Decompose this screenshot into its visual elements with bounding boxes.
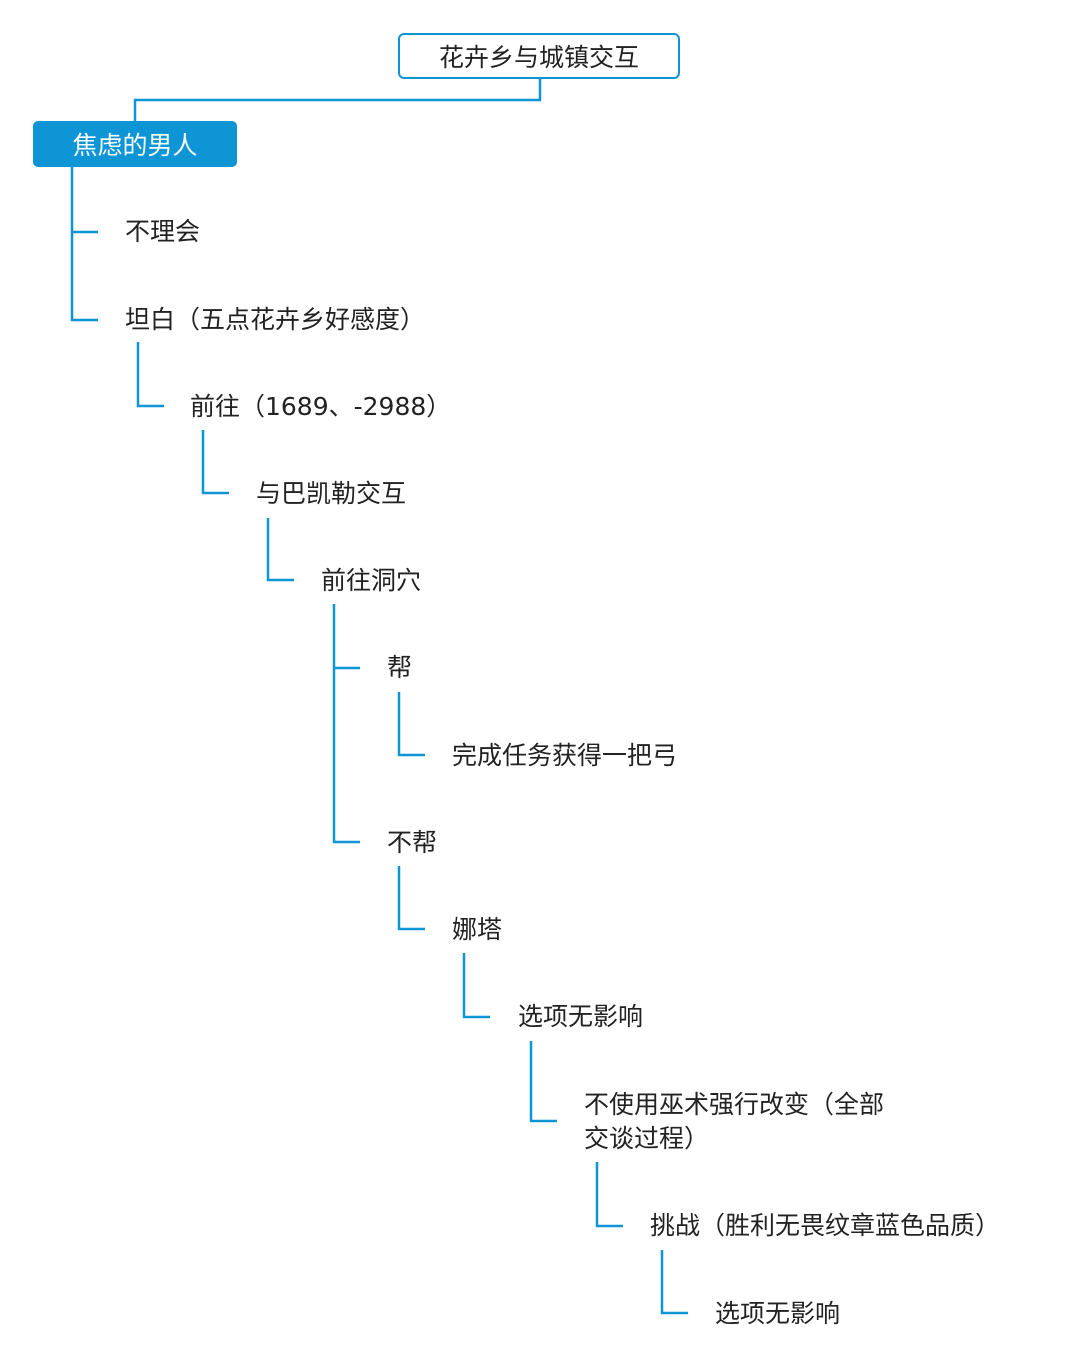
node-goto-cave[interactable]: 前往洞穴 xyxy=(321,566,422,595)
node-help-reward[interactable]: 完成任务获得一把弓 xyxy=(452,741,678,770)
connector-nothelp-to-nata xyxy=(397,866,425,931)
node-interact-bakeller[interactable]: 与巴凯勒交互 xyxy=(256,479,407,508)
connector-root-to-main xyxy=(133,79,542,121)
node-no-magic-line1: 不使用巫术强行改变（全部 xyxy=(584,1090,885,1119)
node-no-effect-1[interactable]: 选项无影响 xyxy=(518,1002,644,1031)
root-node[interactable]: 花卉乡与城镇交互 xyxy=(398,33,680,79)
connector-challenge-to-noeffect xyxy=(660,1250,688,1315)
node-ignore[interactable]: 不理会 xyxy=(125,217,201,246)
connector-nomagic-to-challenge xyxy=(595,1162,623,1228)
main-topic-node[interactable]: 焦虑的男人 xyxy=(33,121,237,167)
connector-noeffect-to-nomagic xyxy=(529,1041,557,1123)
connector-nata-to-noeffect xyxy=(462,953,490,1019)
node-nata[interactable]: 娜塔 xyxy=(452,915,503,944)
node-goto-coords[interactable]: 前往（1689、-2988） xyxy=(190,392,452,421)
node-no-magic-line2: 交谈过程） xyxy=(584,1124,710,1153)
node-confess[interactable]: 坦白（五点花卉乡好感度） xyxy=(125,305,426,334)
connector-help-to-reward xyxy=(397,692,425,757)
connector-confess-to-goto xyxy=(136,342,164,408)
node-no-magic[interactable]: 不使用巫术强行改变（全部 交谈过程） xyxy=(584,1088,884,1156)
connector-interact-to-cave xyxy=(266,518,294,582)
node-not-help[interactable]: 不帮 xyxy=(387,828,438,857)
root-node-label: 花卉乡与城镇交互 xyxy=(438,43,639,72)
main-topic-label: 焦虑的男人 xyxy=(72,131,198,160)
node-help[interactable]: 帮 xyxy=(387,653,413,682)
connector-cave-children xyxy=(332,604,360,844)
connector-main-children xyxy=(70,167,98,322)
connector-goto-to-interact xyxy=(201,430,229,495)
node-challenge[interactable]: 挑战（胜利无畏纹章蓝色品质） xyxy=(650,1211,1001,1240)
node-no-effect-2[interactable]: 选项无影响 xyxy=(715,1299,841,1328)
